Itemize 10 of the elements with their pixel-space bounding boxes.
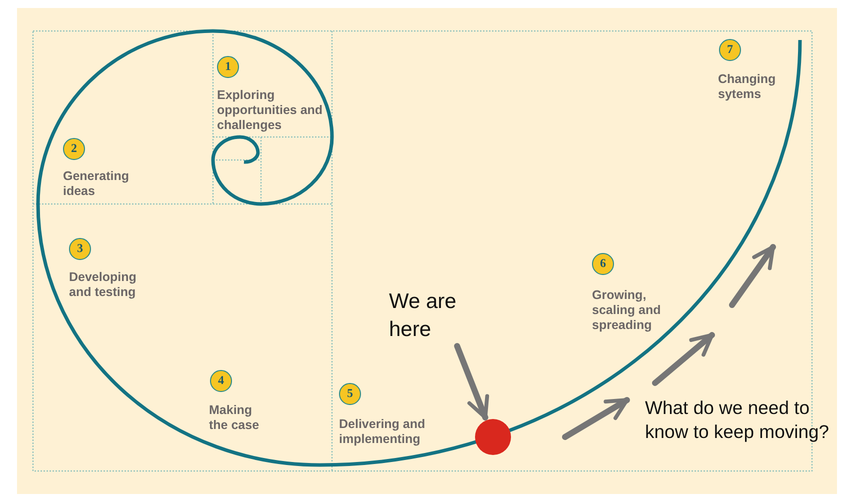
step-label: Developing and testing (69, 270, 138, 300)
callout-text: We are here (389, 288, 481, 344)
step-label: Exploring opportunities and challenges (217, 88, 324, 133)
question-text: What do we need to know to keep moving? (645, 396, 830, 444)
pointer-arrow (454, 343, 490, 420)
step-label: Making the case (209, 403, 260, 433)
step-label: Delivering and implementing (339, 417, 426, 447)
step-label: Growing, scaling and spreading (592, 288, 662, 333)
step-label: Changing sytems (718, 72, 777, 102)
step-label: Generating ideas (63, 169, 130, 199)
